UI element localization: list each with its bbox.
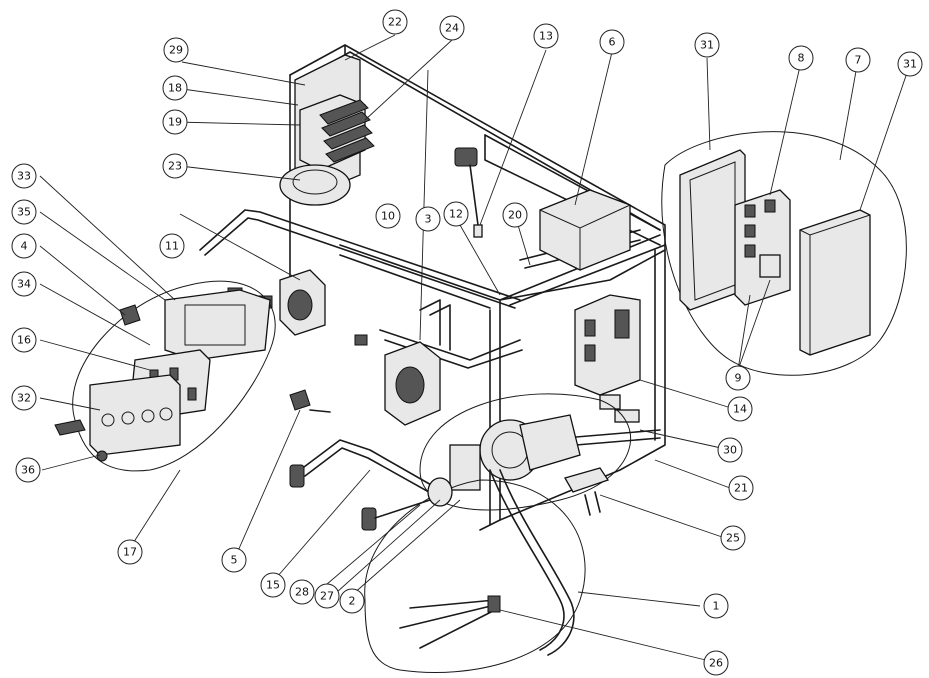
callout-12: 12 (443, 201, 469, 227)
callout-label: 29 (169, 44, 183, 57)
callout-26: 26 (703, 650, 729, 676)
callout-label: 16 (17, 334, 31, 347)
callout-label: 9 (735, 372, 742, 385)
callout-label: 12 (449, 208, 463, 221)
callout-label: 30 (723, 444, 737, 457)
callout-16: 16 (11, 327, 37, 353)
callout-22: 22 (382, 9, 408, 35)
callout-label: 2 (349, 595, 356, 608)
callout-label: 32 (17, 392, 31, 405)
callout-9: 9 (725, 365, 751, 391)
callout-27: 27 (314, 583, 340, 609)
callout-30: 30 (717, 437, 743, 463)
callout-20: 20 (502, 202, 528, 228)
callout-label: 3 (425, 213, 432, 226)
callout-4: 4 (11, 233, 37, 259)
callout-label: 36 (21, 464, 35, 477)
callout-label: 26 (709, 657, 723, 670)
power-cord (364, 469, 586, 673)
callout-label: 19 (168, 116, 182, 129)
control-board-mounted (574, 294, 641, 423)
callout-24: 24 (439, 15, 465, 41)
callout-label: 7 (855, 54, 862, 67)
callout-29: 29 (163, 37, 189, 63)
callout-33: 33 (11, 163, 37, 189)
callout-35: 35 (11, 199, 37, 225)
callout-31-left: 31 (694, 32, 720, 58)
callout-36: 36 (15, 457, 41, 483)
callouts: 1 2 3 4 5 6 7 8 9 10 11 12 13 14 15 16 1… (11, 9, 923, 676)
callout-label: 18 (168, 82, 182, 95)
front-panel-assembly (54, 280, 331, 472)
callout-23: 23 (162, 153, 188, 179)
callout-3: 3 (415, 206, 441, 232)
callout-10: 10 (375, 203, 401, 229)
callout-32: 32 (11, 385, 37, 411)
callout-label: 17 (123, 546, 137, 559)
transformer-assembly (279, 54, 375, 206)
callout-label: 8 (798, 52, 805, 65)
callout-8: 8 (788, 45, 814, 71)
callout-label: 34 (17, 278, 31, 291)
callout-label: 27 (320, 590, 334, 603)
callout-label: 23 (168, 160, 182, 173)
callout-21: 21 (728, 475, 754, 501)
callout-label: 10 (381, 210, 395, 223)
callout-label: 22 (388, 16, 402, 29)
callout-label: 11 (165, 240, 179, 253)
callout-label: 20 (508, 209, 522, 222)
callout-5: 5 (221, 547, 247, 573)
electronics-box-group (661, 131, 907, 376)
callout-6: 6 (599, 29, 625, 55)
callout-25: 25 (720, 525, 746, 551)
callout-label: 33 (17, 170, 31, 183)
callout-28: 28 (289, 579, 315, 605)
callout-label: 4 (21, 240, 28, 253)
leader-lines (39, 34, 911, 664)
cable-and-knobs (289, 439, 453, 531)
callout-label: 15 (266, 579, 280, 592)
callout-label: 21 (734, 482, 748, 495)
callout-18: 18 (162, 75, 188, 101)
pump-assembly (419, 393, 632, 516)
callout-label: 25 (726, 532, 740, 545)
callout-19: 19 (162, 109, 188, 135)
callout-1: 1 (703, 593, 729, 619)
callout-label: 35 (17, 206, 31, 219)
boiler-box (539, 189, 631, 271)
callout-2: 2 (339, 588, 365, 614)
callout-label: 24 (445, 22, 459, 35)
callout-17: 17 (117, 539, 143, 565)
callout-34: 34 (11, 271, 37, 297)
callout-7: 7 (845, 47, 871, 73)
pressure-switch (454, 147, 483, 238)
callout-label: 5 (231, 554, 238, 567)
callout-label: 31 (700, 39, 714, 52)
solenoid-valve-lower (354, 299, 451, 426)
callout-label: 31 (903, 58, 917, 71)
callout-15: 15 (260, 572, 286, 598)
callout-label: 13 (539, 30, 553, 43)
callout-31-right: 31 (897, 51, 923, 77)
callout-label: 14 (733, 403, 747, 416)
callout-label: 6 (609, 36, 616, 49)
callout-13: 13 (533, 23, 559, 49)
callout-14: 14 (727, 396, 753, 422)
callout-label: 1 (713, 600, 720, 613)
callout-label: 28 (295, 586, 309, 599)
callout-11: 11 (159, 233, 185, 259)
